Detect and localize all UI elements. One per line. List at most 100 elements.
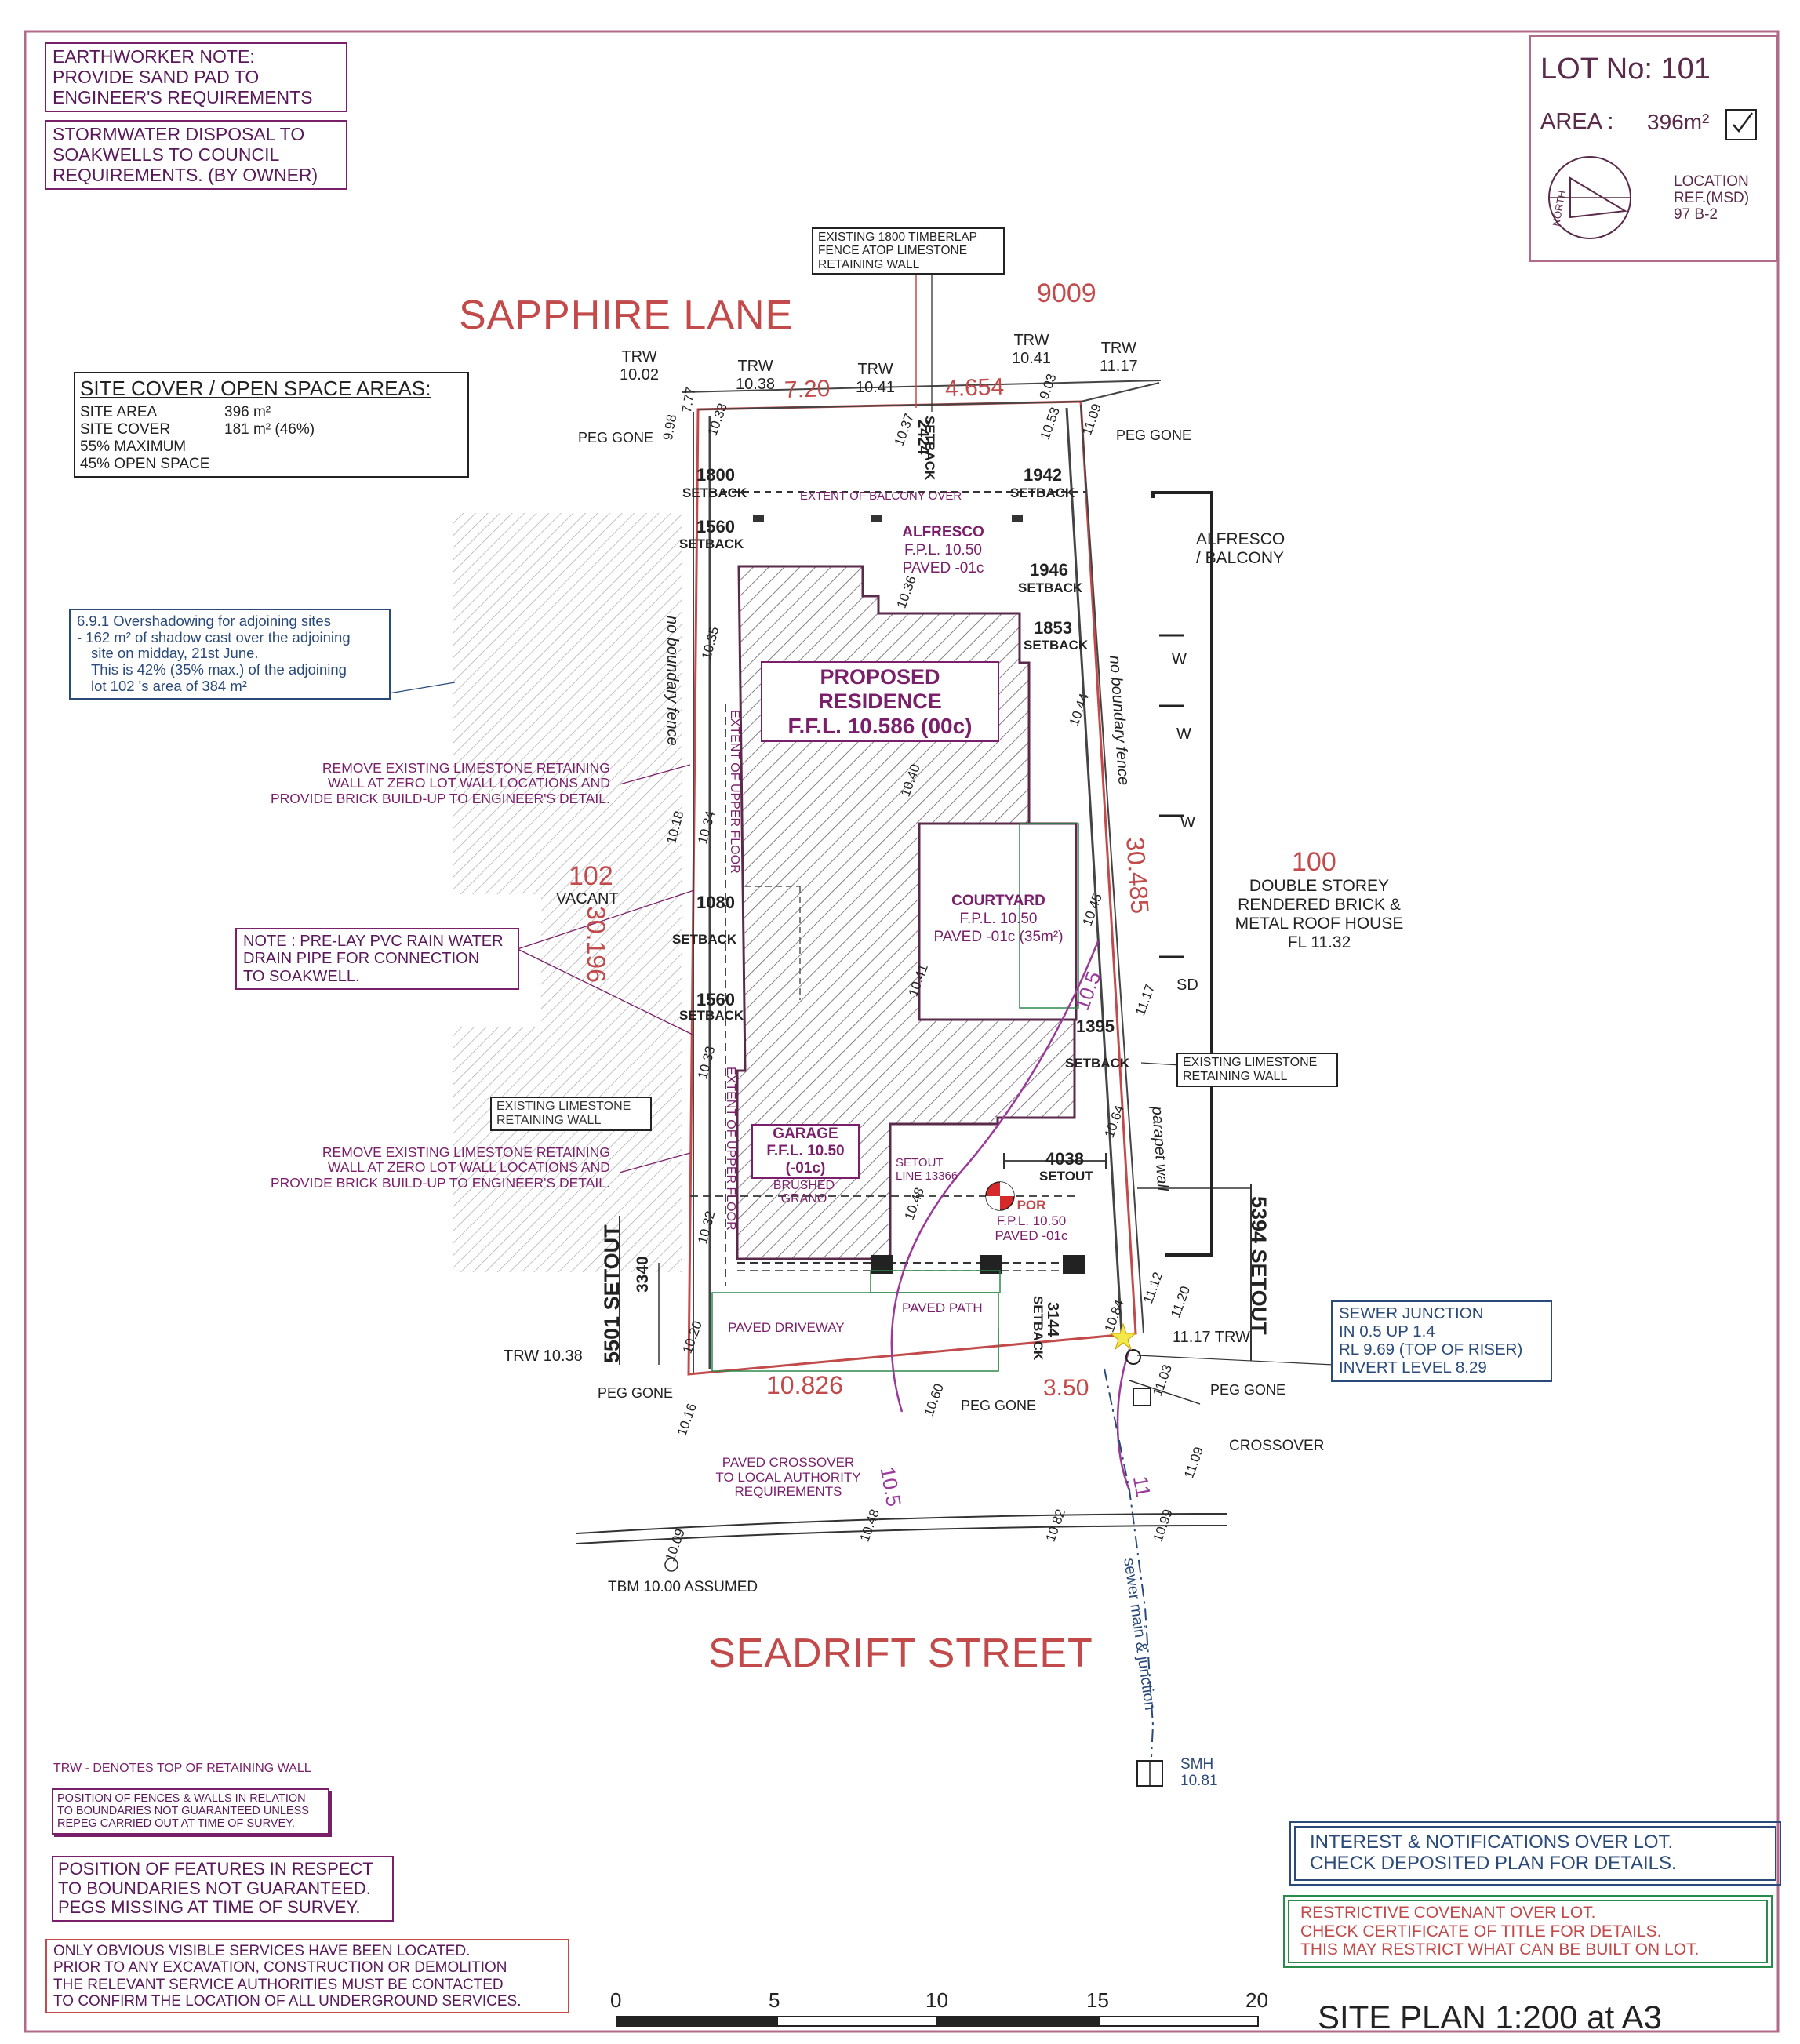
kerb-line-1 (576, 1513, 1228, 1534)
setout-5394: 5394 SETOUT (1247, 1196, 1271, 1335)
scale-tick: 15 (1086, 1988, 1109, 2012)
setback-label: SETBACK (682, 486, 747, 500)
lot-number: LOT No: 101 (1540, 53, 1711, 85)
setback-3144: 3144 (1044, 1302, 1061, 1337)
area-checkbox[interactable] (1725, 109, 1757, 140)
setout-5501: 5501 SETOUT (600, 1224, 624, 1363)
setback-label: SETBACK (1065, 1056, 1130, 1071)
setback-1560b: 1560 (696, 990, 735, 1009)
contour-11 (1116, 1348, 1131, 1491)
street-south: SEADRIFT STREET (708, 1631, 1093, 1676)
site-cover-row: 55% MAXIMUM (80, 438, 187, 455)
star-icon (1109, 1322, 1137, 1351)
upper-floor-label-2: EXTENT OF UPPER FLOOR (724, 1067, 737, 1231)
site-cover-table: SITE COVER / OPEN SPACE AREAS: SITE AREA… (74, 372, 469, 478)
rear-lot-number: 9009 (1037, 278, 1096, 308)
window-mark: W (1180, 814, 1195, 831)
area-label: AREA : (1540, 109, 1614, 134)
contour-label: 11 (1128, 1474, 1156, 1500)
boundary-west: 30.196 (582, 906, 610, 983)
scale-bar (616, 2016, 1259, 2027)
north-arrow-icon: NORTH (1548, 156, 1631, 239)
east-alfresco-label: ALFRESCO/ BALCONY (1196, 530, 1285, 568)
setback-2424-label: SETBACK (922, 416, 937, 481)
covenant-note: RESTRICTIVE COVENANT OVER LOT.CHECK CERT… (1283, 1895, 1773, 1968)
setout-4038: 4038 (1045, 1149, 1084, 1169)
courtyard (918, 822, 1078, 1021)
sheet-title: SITE PLAN 1:200 at A3 (1318, 1999, 1662, 2035)
neighbour-house-outline (1151, 491, 1213, 1257)
no-fence-west: no boundary fence (664, 616, 681, 746)
scale-tick: 10 (925, 1988, 948, 2012)
sd-mark: SD (1176, 977, 1198, 994)
sewer-junction-icon (1125, 1349, 1141, 1365)
boundary-south-b: 3.50 (1043, 1375, 1089, 1401)
setback-3340: 3340 (634, 1256, 652, 1293)
interest-note: INTEREST & NOTIFICATIONS OVER LOT.CHECK … (1289, 1821, 1781, 1886)
area-value: 396m² (1647, 110, 1710, 134)
window-mark: W (1172, 651, 1187, 668)
paved-driveway-label: PAVED DRIVEWAY (728, 1320, 845, 1335)
window-mark: W (1176, 726, 1191, 743)
west-lot-desc: VACANT (556, 890, 619, 907)
setback-1800: 1800 (696, 465, 735, 485)
street-north: SAPPHIRE LANE (459, 293, 794, 338)
peg-gone-label: PEG GONE (1116, 427, 1192, 443)
services-note: ONLY OBVIOUS VISIBLE SERVICES HAVE BEEN … (45, 1939, 569, 2014)
site-cover-row: 45% OPEN SPACE (80, 456, 210, 472)
setback-1080: 1080 (696, 893, 735, 912)
setback-1853: 1853 (1034, 618, 1072, 638)
setout-label: SETOUT (1039, 1169, 1093, 1184)
balcony-extent-label: EXTENT OF BALCONY OVER (800, 489, 962, 503)
setback-1946: 1946 (1030, 560, 1068, 580)
setback-label: SETBACK (679, 1008, 744, 1023)
contour-10-5 (890, 940, 1100, 1413)
peg-gone-label: PEG GONE (578, 430, 654, 446)
sewer-main (1104, 1368, 1155, 1758)
setback-label: SETBACK (1018, 580, 1083, 595)
site-cover-heading: SITE COVER / OPEN SPACE AREAS: (80, 376, 431, 400)
sheet-border (24, 30, 1780, 2033)
setback-label: SETBACK (1024, 638, 1089, 653)
boundary-south-a: 10.826 (766, 1371, 843, 1399)
setback-label: SETBACK (1031, 1296, 1045, 1361)
setback-label: SETBACK (672, 932, 737, 947)
boundary-north-a: 7.20 (784, 375, 831, 404)
shadow-area (453, 513, 682, 1272)
east-retaining-wall (1065, 407, 1123, 1334)
scale-tick: 0 (610, 1988, 622, 2012)
setback-label: SETBACK (1010, 486, 1075, 500)
boundary-east: 30.485 (1121, 836, 1155, 915)
setback-label: SETBACK (679, 536, 744, 551)
peg-gone-label: PEG GONE (1210, 1382, 1286, 1398)
boundary-north-b: 4.654 (944, 373, 1005, 402)
tbm-marker (664, 1558, 678, 1572)
west-lot-number: 102 (569, 861, 613, 891)
tbm-label: TBM 10.00 ASSUMED (608, 1579, 758, 1595)
setback-1395: 1395 (1076, 1017, 1115, 1036)
paved-path-label: PAVED PATH (902, 1300, 983, 1315)
trw-legend: TRW - DENOTES TOP OF RETAINING WALL (53, 1762, 311, 1775)
